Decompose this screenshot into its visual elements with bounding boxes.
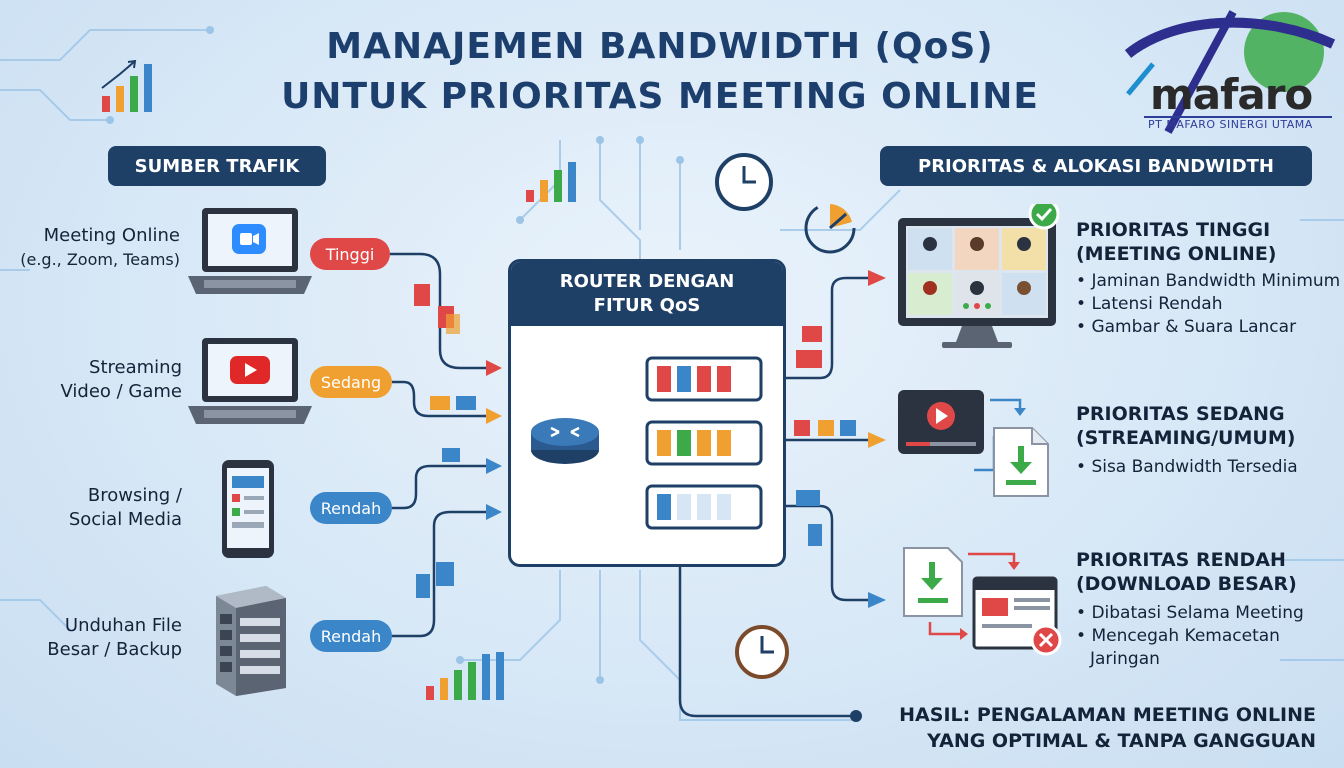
priority-title-line: PRIORITAS SEDANG xyxy=(1076,403,1285,425)
priority-title-line: (MEETING ONLINE) xyxy=(1076,243,1277,265)
signal-bars-icon xyxy=(426,652,504,700)
priority-title-line: PRIORITAS RENDAH xyxy=(1076,549,1286,571)
source-streaming: Streaming Video / Game xyxy=(0,356,182,404)
priority-medium-title: PRIORITAS SEDANG (STREAMING/UMUM) xyxy=(1076,402,1295,450)
limited-download-icon xyxy=(903,547,1062,656)
title-line-1: MANAJEMEN BANDWIDTH (QoS) xyxy=(326,26,994,67)
source-label: Unduhan File xyxy=(64,615,182,636)
growth-chart-icon xyxy=(101,59,152,112)
priority-item: Jaminan Bandwidth Minimum xyxy=(1076,270,1340,293)
priority-high-title: PRIORITAS TINGGI (MEETING ONLINE) xyxy=(1076,218,1276,266)
priority-medium-list: Sisa Bandwidth Tersedia xyxy=(1076,456,1297,479)
priority-item-continued: Jaringan xyxy=(1090,649,1160,669)
section-header-sources: SUMBER TRAFIK xyxy=(108,146,326,186)
laptop-play-icon xyxy=(188,338,312,424)
result-line-2: YANG OPTIMAL & TANPA GANGGUAN xyxy=(927,730,1316,752)
clock-icon xyxy=(735,625,789,679)
video-conference-monitor-icon xyxy=(898,204,1060,348)
section-header-priorities: PRIORITAS & ALOKASI BANDWIDTH xyxy=(880,146,1312,186)
laptop-video-call-icon xyxy=(188,208,312,294)
result-statement: HASIL: PENGALAMAN MEETING ONLINE YANG OP… xyxy=(860,702,1316,754)
source-label: Streaming xyxy=(89,357,182,378)
priority-item: Latensi Rendah xyxy=(1076,293,1340,316)
router-title-line-2: FITUR QoS xyxy=(593,295,701,316)
priority-badge-tinggi: Tinggi xyxy=(310,238,390,270)
logo-wordmark: mafaro xyxy=(1150,70,1313,119)
mafaro-logo-icon xyxy=(1124,10,1336,134)
router-device-icon xyxy=(531,418,599,464)
router-header: ROUTER DENGAN FITUR QoS xyxy=(511,262,783,326)
priority-title-line: (STREAMING/UMUM) xyxy=(1076,427,1296,449)
streaming-download-icon xyxy=(898,390,1049,497)
source-file-download: Unduhan File Besar / Backup xyxy=(0,614,182,662)
priority-title-line: (DOWNLOAD BESAR) xyxy=(1076,573,1297,595)
priority-item: Gambar & Suara Lancar xyxy=(1076,316,1340,339)
logo-company-name: PT MAFARO SINERGI UTAMA xyxy=(1148,118,1313,131)
source-label: Browsing / xyxy=(87,485,182,506)
timer-gauge-icon xyxy=(804,202,856,254)
source-sublabel: (e.g., Zoom, Teams) xyxy=(20,250,180,269)
source-label: Meeting Online xyxy=(43,225,180,246)
priority-queues xyxy=(645,356,763,530)
smartphone-icon xyxy=(222,460,274,558)
source-sublabel: Besar / Backup xyxy=(47,639,182,660)
result-line-1: HASIL: PENGALAMAN MEETING ONLINE xyxy=(899,704,1316,726)
priority-item: Mencegah Kemacetan xyxy=(1076,625,1304,648)
qos-router-box: ROUTER DENGAN FITUR QoS xyxy=(508,259,786,567)
server-icon xyxy=(216,586,286,696)
source-browsing: Browsing / Social Media xyxy=(0,484,182,532)
priority-item: Dibatasi Selama Meeting xyxy=(1076,602,1303,625)
source-sublabel: Video / Game xyxy=(60,381,182,402)
priority-low-title: PRIORITAS RENDAH (DOWNLOAD BESAR) xyxy=(1076,548,1297,596)
priority-title-line: PRIORITAS TINGGI xyxy=(1076,219,1271,241)
source-sublabel: Social Media xyxy=(68,509,182,530)
priority-high-list: Jaminan Bandwidth Minimum Latensi Rendah… xyxy=(1076,270,1340,339)
title-line-2: UNTUK PRIORITAS MEETING ONLINE xyxy=(281,76,1039,117)
source-meeting-online: Meeting Online (e.g., Zoom, Teams) xyxy=(0,224,180,272)
priority-badge-rendah-browsing: Rendah xyxy=(310,492,392,524)
signal-bars-icon xyxy=(526,162,576,202)
priority-low-list: Dibatasi Selama Meeting Mencegah Kemacet… xyxy=(1076,602,1304,671)
priority-badge-sedang: Sedang xyxy=(310,366,392,398)
priority-item: Sisa Bandwidth Tersedia xyxy=(1076,456,1297,479)
priority-badge-rendah-download: Rendah xyxy=(310,620,392,652)
clock-icon xyxy=(715,153,773,211)
router-title-line-1: ROUTER DENGAN xyxy=(559,271,735,292)
